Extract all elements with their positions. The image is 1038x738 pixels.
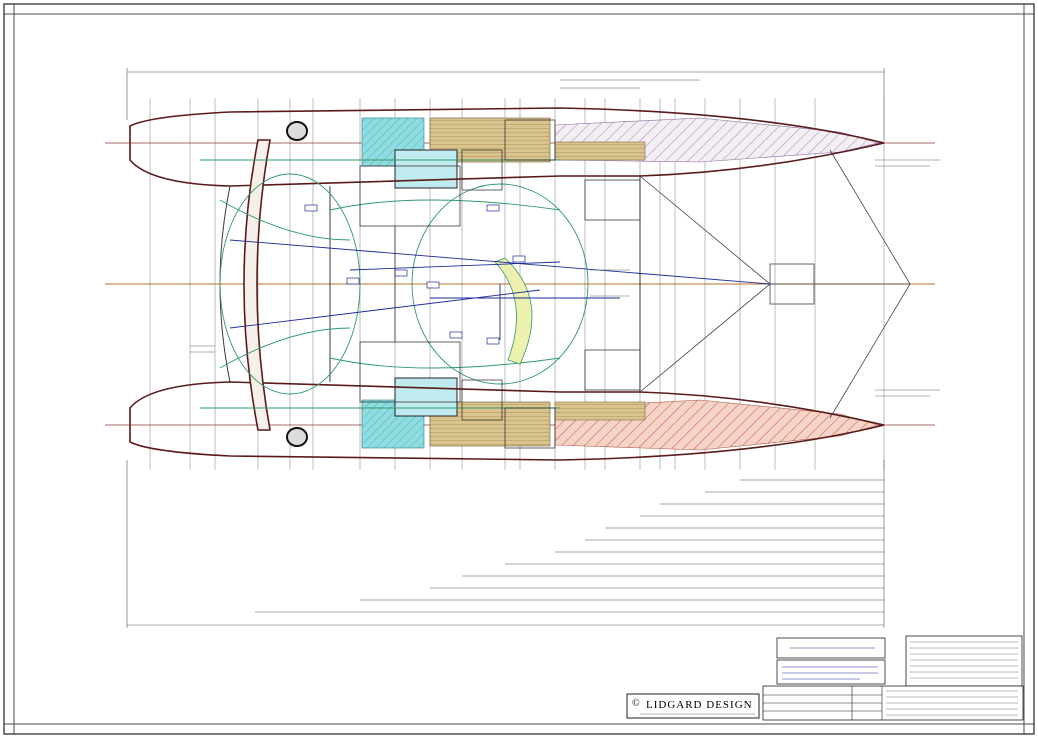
inner-border — [13, 13, 1025, 725]
interior-green-curves — [200, 159, 589, 409]
starboard-berth — [394, 149, 458, 189]
title-block: © LIDGARD DESIGN — [626, 637, 1024, 721]
aft-beam — [243, 139, 271, 431]
starboard-forward-planks — [554, 141, 646, 161]
yellow-galley-panel — [494, 257, 533, 365]
starboard-hull-outline — [129, 107, 885, 187]
corner-ticks — [4, 4, 1034, 734]
port-berth — [394, 377, 458, 417]
port-forward-planks — [554, 401, 646, 421]
copyright-mark: © — [632, 698, 641, 709]
blue-tags — [304, 204, 526, 345]
notes-box — [905, 635, 1023, 687]
leader-notes — [190, 159, 940, 397]
blue-system-lines — [229, 239, 771, 340]
port-hull-outline — [129, 381, 885, 461]
winches — [286, 121, 308, 447]
outer-border — [3, 3, 1035, 735]
lower-dimension-lines — [126, 460, 885, 628]
cabin-joinery — [359, 119, 641, 449]
top-dimension-lines — [126, 68, 885, 140]
studio-logo: LIDGARD DESIGN — [646, 699, 753, 711]
